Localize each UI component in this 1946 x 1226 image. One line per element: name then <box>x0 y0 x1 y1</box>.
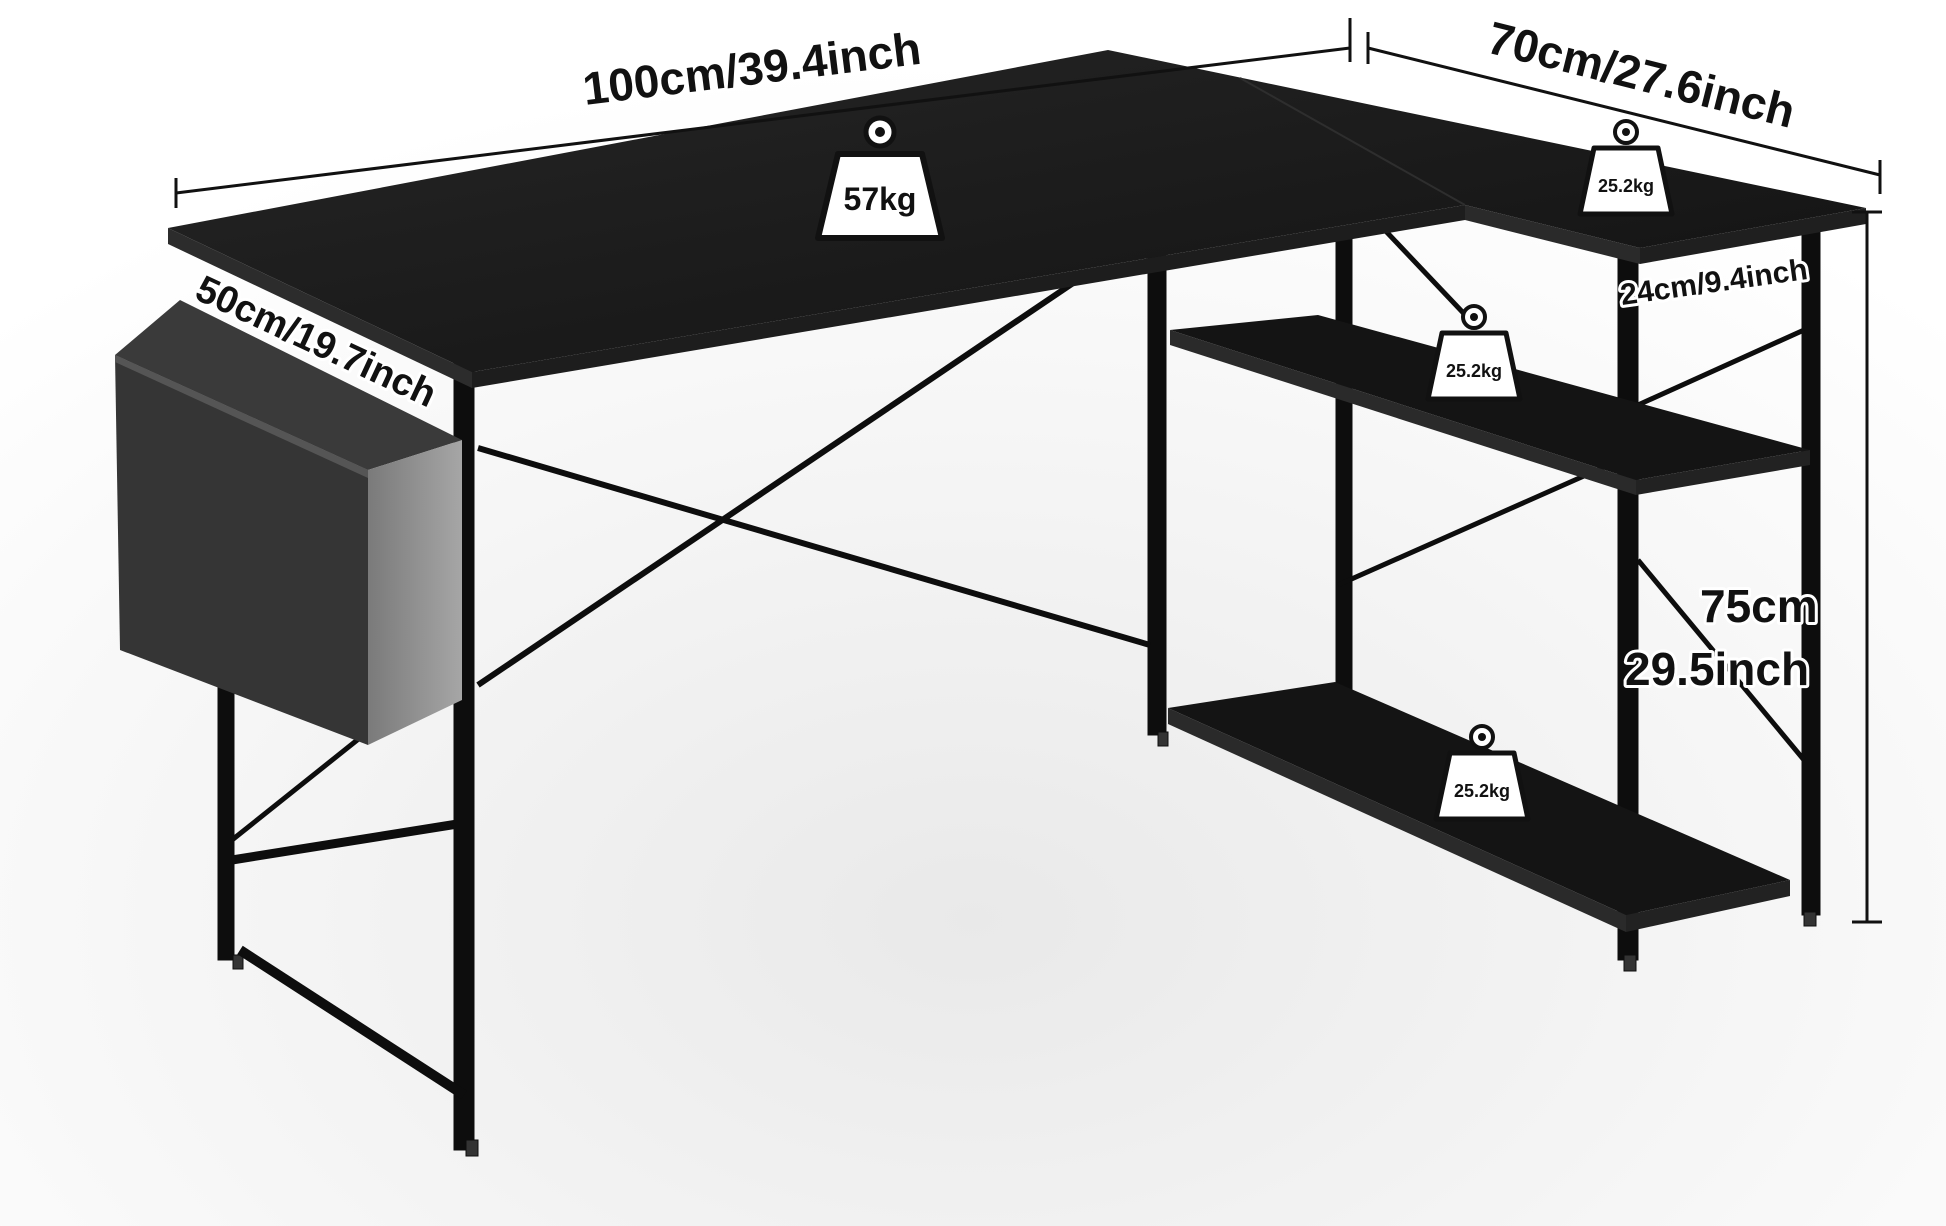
desk-top <box>168 50 1866 388</box>
weight-icon: 25.2kg <box>1577 119 1675 217</box>
side-storage-bag <box>115 300 462 745</box>
dimension-lines <box>174 18 1882 924</box>
shelf-middle-weight-label: 25.2kg <box>1446 361 1502 381</box>
height-cm-label: 75cm <box>1700 580 1818 632</box>
shelf-top-weight-label: 25.2kg <box>1598 176 1654 196</box>
shelf-bottom-weight-label: 25.2kg <box>1454 781 1510 801</box>
weight-icon: 25.2kg <box>1425 304 1523 402</box>
height-inch-label: 29.5inch <box>1625 643 1809 695</box>
desktop-weight-label: 57kg <box>844 181 917 217</box>
weight-icon: 25.2kg <box>1433 724 1531 822</box>
weight-icon: 57kg <box>815 115 945 241</box>
